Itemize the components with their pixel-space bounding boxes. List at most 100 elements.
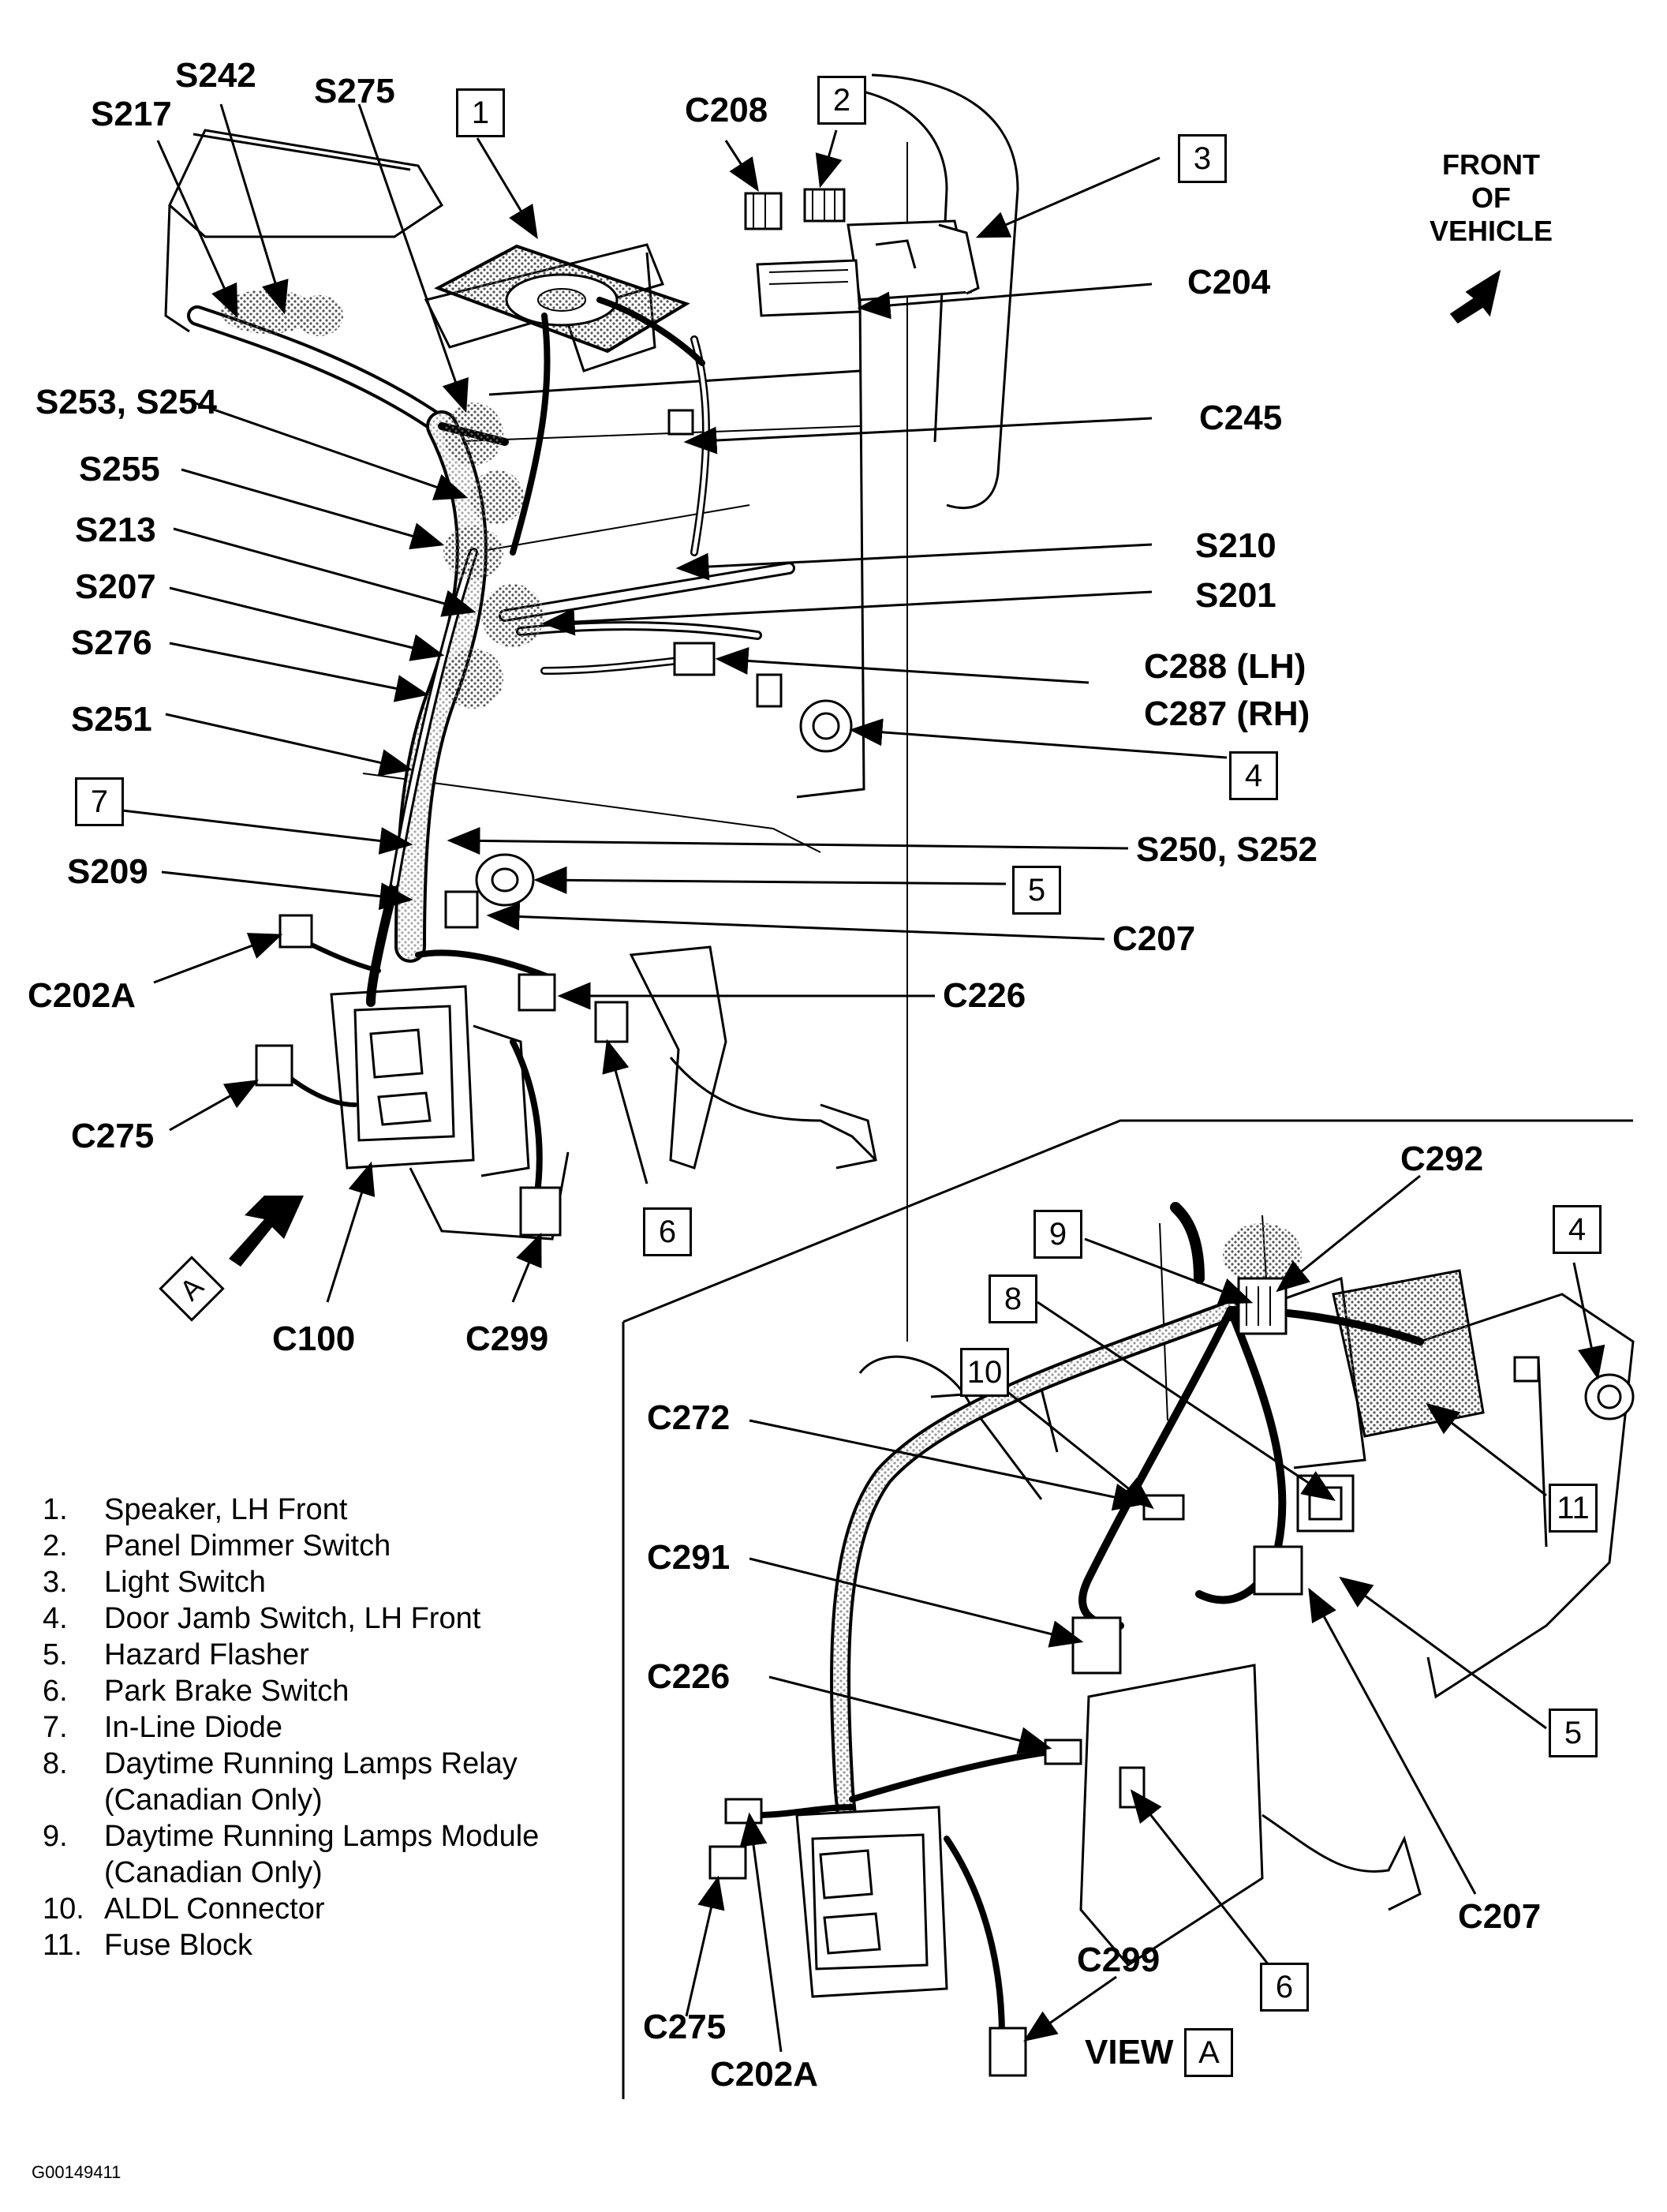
legend-item-number: 6. [43,1675,68,1708]
box-6: 6 [643,1207,692,1256]
label-c207-view-a: C207 [1458,1897,1542,1936]
legend-item-number: 9. [43,1820,68,1853]
legend-item-text: In-Line Diode [104,1711,283,1744]
label-c100: C100 [272,1319,356,1358]
legend-item-text: Fuse Block [104,1929,252,1962]
label-s255: S255 [79,450,160,488]
label-s242: S242 [175,56,256,95]
figure-code: G00149411 [32,2162,121,2182]
box-5-view-a: 5 [1549,1709,1598,1757]
label-c226: C226 [943,976,1026,1015]
label-s201: S201 [1195,576,1276,615]
label-s209: S209 [67,852,148,891]
box-4: 4 [1229,751,1278,800]
c204-connector [756,259,862,317]
legend-item-number: 7. [43,1711,68,1744]
legend-item-text: Hazard Flasher [104,1638,309,1671]
view-a-frame [622,1119,1633,1323]
legend-item-number: 10. [43,1892,84,1926]
label-c207: C207 [1112,919,1196,958]
legend-item-number: 3. [43,1566,68,1599]
label-c287: C287 (RH) [1144,694,1310,733]
leader-lines [121,103,1228,1303]
speaker-lh-front [434,244,690,354]
legend-item: 10. ALDL Connector [32,1891,539,1927]
view-a-caption: VIEW A [1085,2028,1234,2077]
label-s251: S251 [71,700,152,739]
label-s207: S207 [75,567,156,606]
box-2: 2 [817,76,866,125]
box-9: 9 [1033,1210,1082,1259]
legend-item-number: 2. [43,1529,68,1563]
legend-item-text: ALDL Connector [104,1892,325,1926]
label-c226-view-a: C226 [647,1657,731,1696]
label-c299: C299 [465,1319,549,1358]
legend-item-text: Light Switch [104,1566,266,1599]
fuse-block [1332,1269,1485,1438]
legend-item-text: Panel Dimmer Switch [104,1529,391,1563]
label-c292: C292 [1400,1140,1484,1178]
legend-item-number: 1. [43,1493,68,1526]
legend-item: 6. Park Brake Switch [32,1673,539,1709]
splice-markers [221,290,544,709]
label-c208: C208 [685,91,768,129]
front-of-vehicle-label: FRONT OF VEHICLE [1429,148,1553,247]
view-a-leader-lines [685,1174,1605,2053]
legend-item-text: Daytime Running Lamps Relay (Canadian On… [104,1747,518,1817]
label-s250-s252: S250, S252 [1136,830,1318,869]
legend: 1. Speaker, LH Front 2. Panel Dimmer Switch… [32,1492,539,1963]
label-c275-view-a: C275 [643,2008,727,2046]
box-7: 7 [75,777,124,826]
label-c245: C245 [1199,399,1283,437]
box-11: 11 [1549,1484,1598,1533]
legend-item: 2. Panel Dimmer Switch [32,1528,539,1564]
panel-dimmer-switch [744,188,846,230]
label-s275: S275 [314,72,395,110]
label-c202a-view-a: C202A [710,2055,818,2094]
view-a-components [708,1277,1635,2077]
view-a-splices [1223,1223,1302,1286]
view-letter-box: A [1184,2028,1234,2077]
label-s253-s254: S253, S254 [36,383,217,421]
legend-item: 7. In-Line Diode [32,1709,539,1746]
legend-item: 9. Daytime Running Lamps Module (Canadian… [32,1818,539,1891]
front-arrow [1449,269,1501,324]
legend-item-text: Door Jamb Switch, LH Front [104,1602,481,1635]
label-c288: C288 (LH) [1144,647,1306,686]
legend-item-number: 4. [43,1602,68,1635]
legend-item-number: 11. [43,1929,83,1962]
box-6-view-a: 6 [1260,1963,1309,2012]
legend-item: 11. Fuse Block [32,1927,539,1963]
label-c202a: C202A [28,976,136,1015]
label-s210: S210 [1195,526,1276,565]
box-1: 1 [456,88,505,137]
label-c272: C272 [647,1398,731,1437]
legend-item-text: Speaker, LH Front [104,1493,348,1526]
legend-item: 3. Light Switch [32,1564,539,1600]
label-c275: C275 [71,1117,155,1155]
view-a-arrow [159,1196,304,1322]
label-s217: S217 [91,95,172,133]
label-c299-view-a: C299 [1077,1941,1161,1979]
legend-item-number: 8. [43,1747,68,1780]
box-8: 8 [989,1274,1037,1323]
box-3: 3 [1178,134,1227,183]
legend-item: 1. Speaker, LH Front [32,1492,539,1528]
legend-item: 5. Hazard Flasher [32,1637,539,1673]
label-c204: C204 [1187,263,1271,301]
light-switch [847,219,980,301]
legend-item-text: Daytime Running Lamps Module (Canadian O… [104,1820,540,1889]
legend-item-text: Park Brake Switch [104,1675,349,1708]
box-4-view-a: 4 [1553,1205,1602,1254]
legend-item-number: 5. [43,1638,68,1671]
box-5: 5 [1012,866,1061,915]
label-s213: S213 [75,511,156,549]
box-10: 10 [960,1348,1009,1397]
legend-item: 8. Daytime Running Lamps Relay (Canadian … [32,1746,539,1818]
legend-item: 4. Door Jamb Switch, LH Front [32,1600,539,1637]
label-s276: S276 [71,623,152,662]
label-c291: C291 [647,1538,731,1577]
view-label: VIEW [1085,2033,1174,2072]
